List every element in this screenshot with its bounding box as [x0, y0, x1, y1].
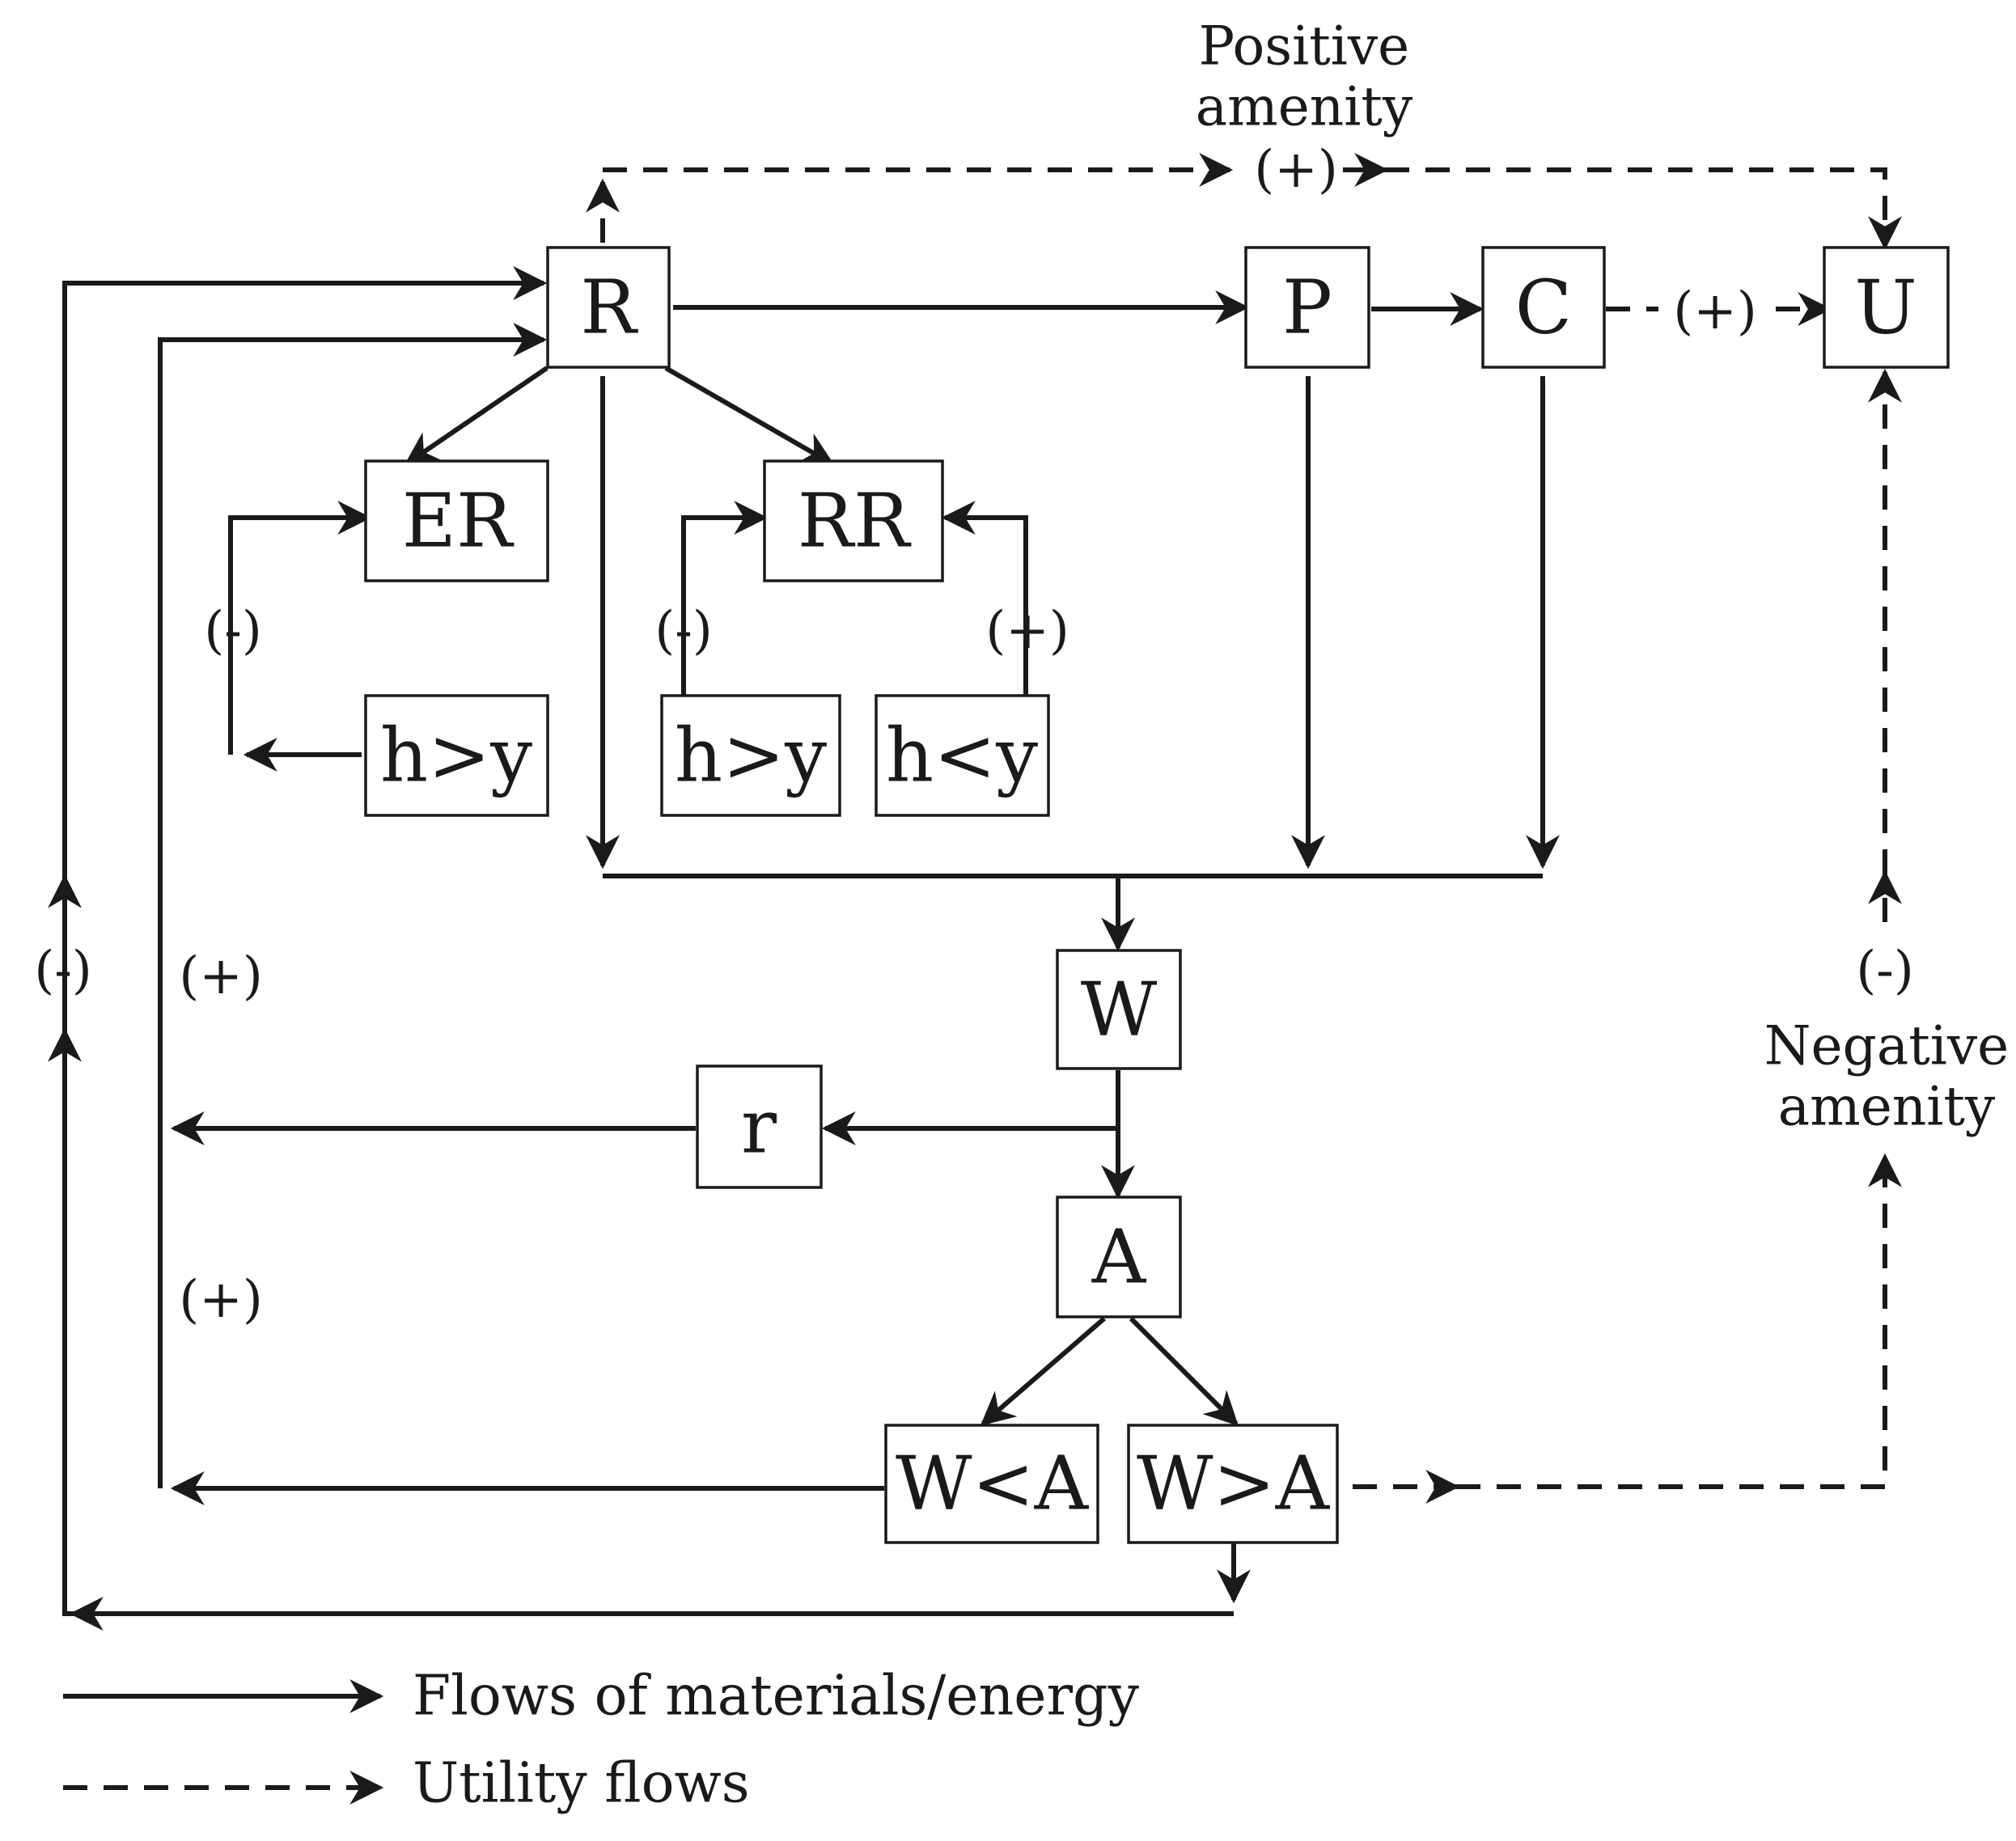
- node-c-label: C: [1515, 265, 1572, 351]
- caption-positive-amenity-line2: amenity: [1196, 76, 1413, 138]
- node-h-gt-y-left: h>y: [364, 694, 549, 817]
- node-h-gt-y-mid-label: h>y: [675, 713, 827, 799]
- node-u: U: [1823, 246, 1950, 369]
- node-h-lt-y-label: h<y: [886, 713, 1038, 799]
- flow-h-lt-y-to-rr: [941, 501, 1028, 696]
- node-er: ER: [364, 459, 549, 582]
- flow-r-to-er: [404, 366, 548, 466]
- node-w-lt-a-label: W<A: [896, 1441, 1090, 1527]
- node-w: W: [1056, 949, 1182, 1070]
- utility-w-gt-a-to-negative: [1456, 1153, 1902, 1489]
- flow-recycle-loop-to-r: [158, 323, 548, 1488]
- legend-dashed-label: Utility flows: [413, 1752, 750, 1816]
- flow-a-to-w-lt-a: [980, 1316, 1106, 1426]
- material-flows: [48, 266, 1560, 1631]
- sign-c-to-u: (+): [1673, 281, 1757, 341]
- caption-positive-amenity: Positive amenity: [1196, 15, 1413, 138]
- caption-negative-amenity: Negative amenity: [1764, 1015, 2009, 1138]
- sign-positive-amenity: (+): [1254, 140, 1338, 200]
- node-w-label: W: [1081, 967, 1158, 1053]
- node-h-gt-y-mid: h>y: [660, 694, 841, 817]
- flow-r-to-rr: [664, 366, 835, 466]
- node-c: C: [1481, 246, 1606, 369]
- flow-outer-loop-to-r: [62, 266, 1234, 1616]
- sign-negative-amenity: (-): [1856, 941, 1914, 1001]
- node-r-small-label: r: [741, 1084, 777, 1170]
- flow-h-gt-y-to-rr: [681, 501, 769, 696]
- node-rr-label: RR: [798, 478, 912, 565]
- utility-flows: [586, 153, 1902, 1504]
- node-h-lt-y: h<y: [875, 694, 1050, 817]
- node-w-gt-a-label: W>A: [1137, 1441, 1331, 1527]
- flow-a-to-w-gt-a: [1129, 1316, 1239, 1426]
- sign-recycle-plus-lower: (+): [179, 1270, 263, 1330]
- node-r-label: R: [580, 265, 638, 351]
- legend-solid-label: Flows of materials/energy: [413, 1665, 1140, 1729]
- node-p: P: [1244, 246, 1370, 369]
- node-h-gt-y-left-label: h>y: [380, 713, 532, 799]
- node-a-label: A: [1091, 1214, 1147, 1301]
- sign-recycle-plus-upper: (+): [179, 946, 263, 1006]
- node-a: A: [1056, 1196, 1182, 1318]
- node-w-lt-a: W<A: [884, 1424, 1099, 1544]
- sign-rr-feedback-plus: (+): [985, 601, 1069, 661]
- node-r: R: [546, 246, 671, 369]
- node-rr: RR: [763, 459, 944, 582]
- sign-rr-feedback-minus: (-): [654, 601, 713, 661]
- node-u-label: U: [1854, 265, 1917, 351]
- caption-negative-amenity-line2: amenity: [1778, 1076, 1996, 1138]
- node-er-label: ER: [402, 478, 515, 565]
- flow-feedback-to-er: [228, 501, 372, 755]
- caption-positive-amenity-line1: Positive: [1199, 15, 1409, 78]
- node-w-gt-a: W>A: [1127, 1424, 1339, 1544]
- legend: Flows of materials/energy Utility flows: [63, 1665, 1140, 1816]
- sign-outer-minus: (-): [34, 941, 92, 1001]
- caption-negative-amenity-line1: Negative: [1764, 1015, 2009, 1077]
- node-p-label: P: [1282, 265, 1332, 351]
- sign-er-feedback: (-): [204, 601, 262, 661]
- node-r-small: r: [696, 1064, 823, 1189]
- utility-positive-amenity-to-u: [1385, 167, 1902, 251]
